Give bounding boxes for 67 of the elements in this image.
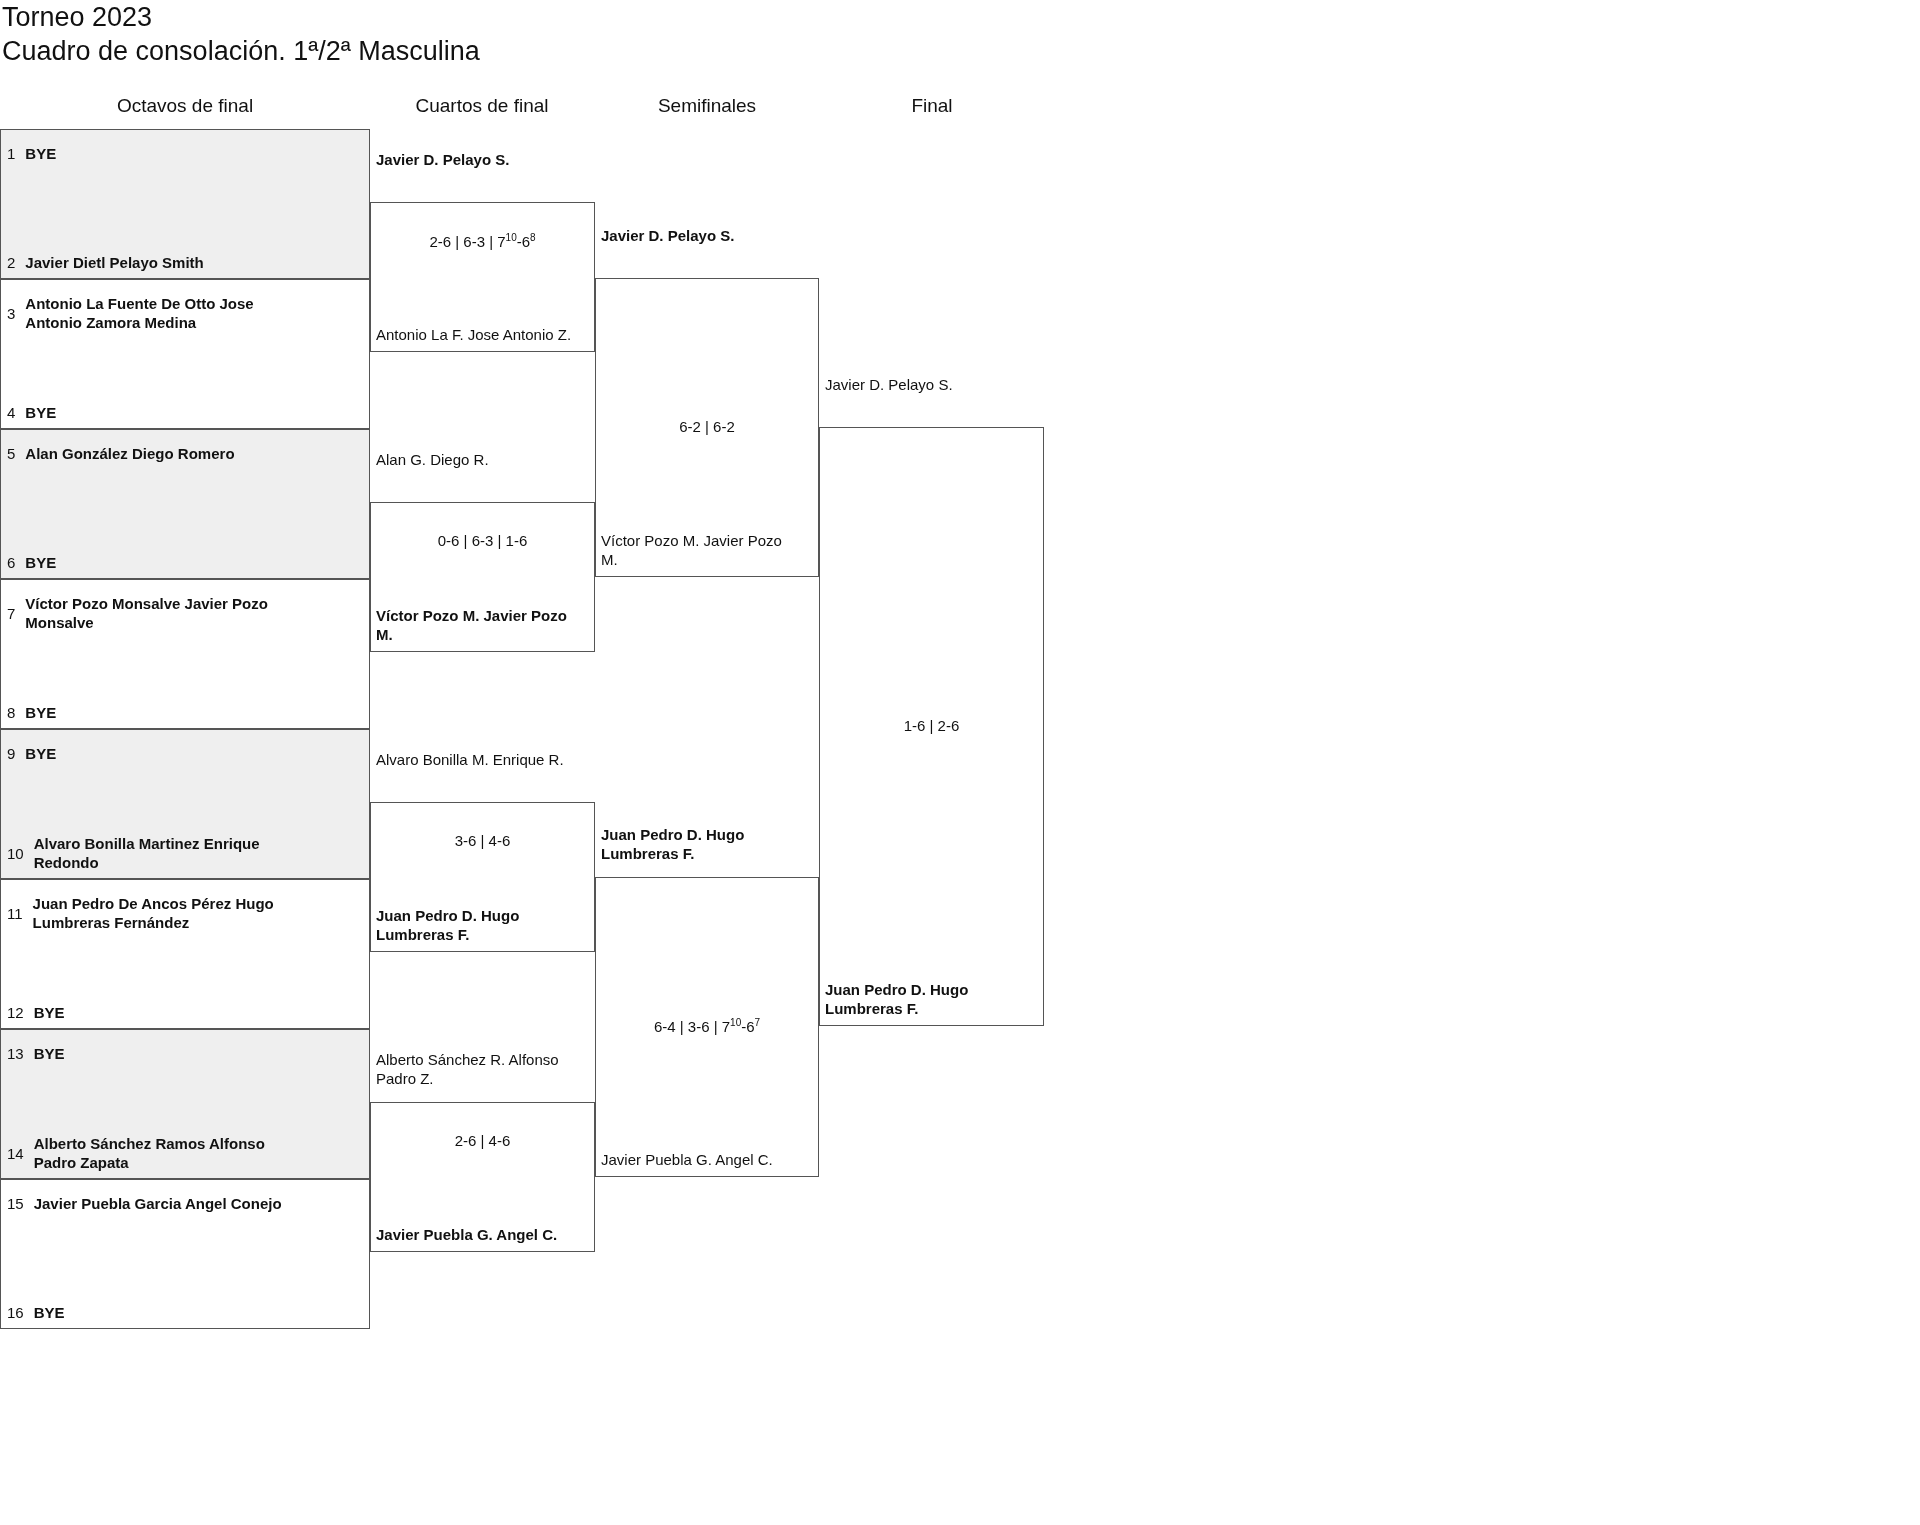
seed-number: 9 [7,744,16,763]
seed-number: 6 [7,553,16,572]
team-name: Alberto Sánchez R. Alfonso Padro Z. [376,1050,560,1088]
team-name: Alvaro Bonilla M. Enrique R. [376,750,565,769]
bracket-box [0,279,370,429]
match-score: 6-2 | 6-2 [679,417,735,435]
seed-number: 14 [7,1143,24,1163]
seed-number: 2 [7,253,16,272]
team-name: Javier Dietl Pelayo Smith [25,253,205,272]
team-name: BYE [25,403,58,422]
seed-number: 8 [7,703,16,722]
team-name: Juan Pedro D. Hugo Lumbreras F. [376,906,521,944]
team-name: Víctor Pozo M. Javier Pozo M. [376,606,568,644]
team-name: Javier Puebla Garcia Angel Conejo [33,1194,283,1213]
team-name: Alan G. Diego R. [376,450,490,469]
team-name: Antonio La Fuente De Otto Jose Antonio Zamora Medina [25,294,255,332]
team-name: Juan Pedro De Ancos Pérez Hugo Lumbreras Fernández [32,894,275,932]
match-score: 2-6 | 4-6 [454,1132,511,1149]
match-score: 2-6 | 6-3 | 7$^{10}$-6$^{8}$ [429,232,536,250]
team-name: BYE [25,744,58,763]
round-heading: Cuartos de final [414,95,550,117]
bracket-box [0,429,370,579]
round-heading: Octavos de final [115,95,255,117]
match-score: 6-4 | 3-6 | 7$^{10}$-6$^{7}$ [653,1017,761,1035]
team-name: Víctor Pozo M. Javier Pozo M. [601,531,783,569]
team-name: Javier D. Pelayo S. [601,226,736,245]
match-score: 3-6 | 4-6 [454,832,511,849]
team-name: Javier Puebla G. Angel C. [376,1225,559,1244]
team-name: Víctor Pozo Monsalve Javier Pozo Monsalve [25,594,269,632]
team-name: BYE [33,1044,66,1063]
team-name: BYE [33,1003,66,1022]
bracket-box [0,1029,370,1179]
seed-number: 3 [7,303,16,323]
team-name: Alan González Diego Romero [25,444,236,463]
team-name: Juan Pedro D. Hugo Lumbreras F. [825,980,970,1018]
team-name: Alvaro Bonilla Martinez Enrique Redondo [33,834,261,872]
team-name: Javier D. Pelayo S. [376,150,511,169]
team-name: Alberto Sánchez Ramos Alfonso Padro Zapata [33,1134,266,1172]
team-name: BYE [25,144,58,163]
team-name: BYE [33,1303,66,1322]
match-score: 0-6 | 6-3 | 1-6 [437,532,528,549]
team-name: Antonio La F. Jose Antonio Z. [376,325,573,344]
seed-number: 4 [7,403,16,422]
team-name: Javier D. Pelayo S. [825,375,954,394]
seed-number: 10 [7,843,24,863]
round-heading: Semifinales [656,95,758,117]
bracket-box [0,879,370,1029]
team-name: Javier Puebla G. Angel C. [601,1150,774,1169]
bracket-box [0,1179,370,1329]
seed-number: 1 [7,144,16,163]
team-name: BYE [25,553,58,572]
team-name: Juan Pedro D. Hugo Lumbreras F. [601,825,746,863]
bracket-box [0,129,370,279]
subtitle: Cuadro de consolación. 1ª/2ª Masculina [2,36,480,67]
seed-number: 13 [7,1044,24,1063]
seed-number: 11 [7,903,23,923]
bracket-box [0,579,370,729]
match-score: 1-6 | 2-6 [903,716,960,734]
seed-number: 16 [7,1303,24,1322]
seed-number: 12 [7,1003,24,1022]
seed-number: 7 [7,603,16,623]
round-heading: Final [910,95,954,117]
team-name: BYE [25,703,58,722]
bracket-box [0,729,370,879]
seed-number: 5 [7,444,16,463]
seed-number: 15 [7,1194,24,1213]
page-title: Torneo 2023 [2,2,153,33]
